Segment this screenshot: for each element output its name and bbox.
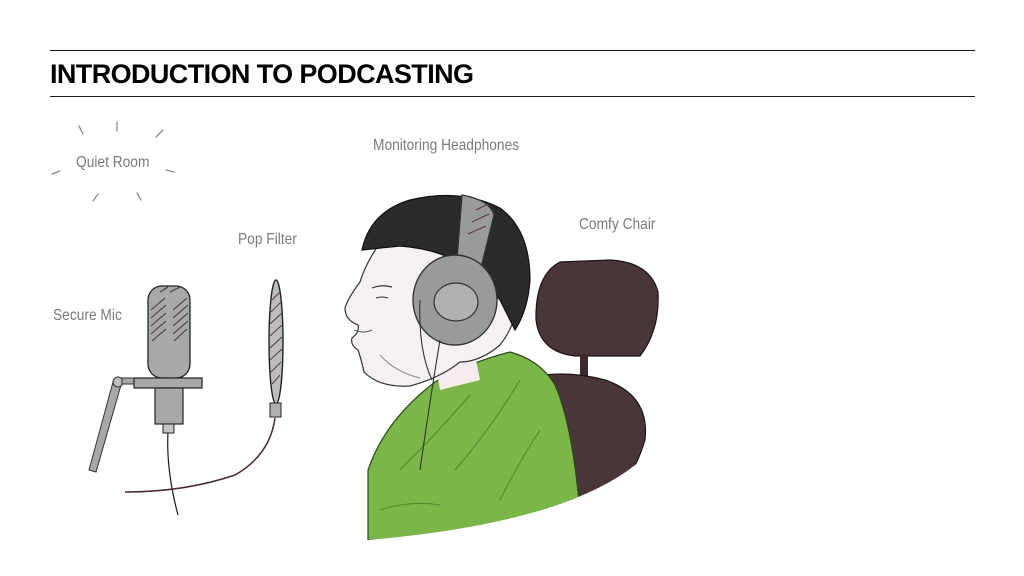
pop-filter-cable [124,417,276,493]
podcaster-figure [344,194,659,540]
secure-mic-label: Secure Mic [53,307,122,324]
monitoring-headphones-label: Monitoring Headphones [373,137,520,154]
quiet-room-rays-icon [51,121,175,202]
comfy-chair-label: Comfy Chair [579,216,656,233]
bottom-rule [50,96,975,97]
microphone-icon [133,285,203,434]
headphones-icon [412,194,498,471]
quiet-room-label: Quiet Room [76,154,150,171]
pop-filter-label: Pop Filter [238,231,297,248]
page-title: INTRODUCTION TO PODCASTING [50,59,474,89]
top-rule [50,50,975,51]
mic-cable [167,431,179,516]
pop-filter-icon [268,279,284,418]
mic-stand-icon [88,376,137,473]
